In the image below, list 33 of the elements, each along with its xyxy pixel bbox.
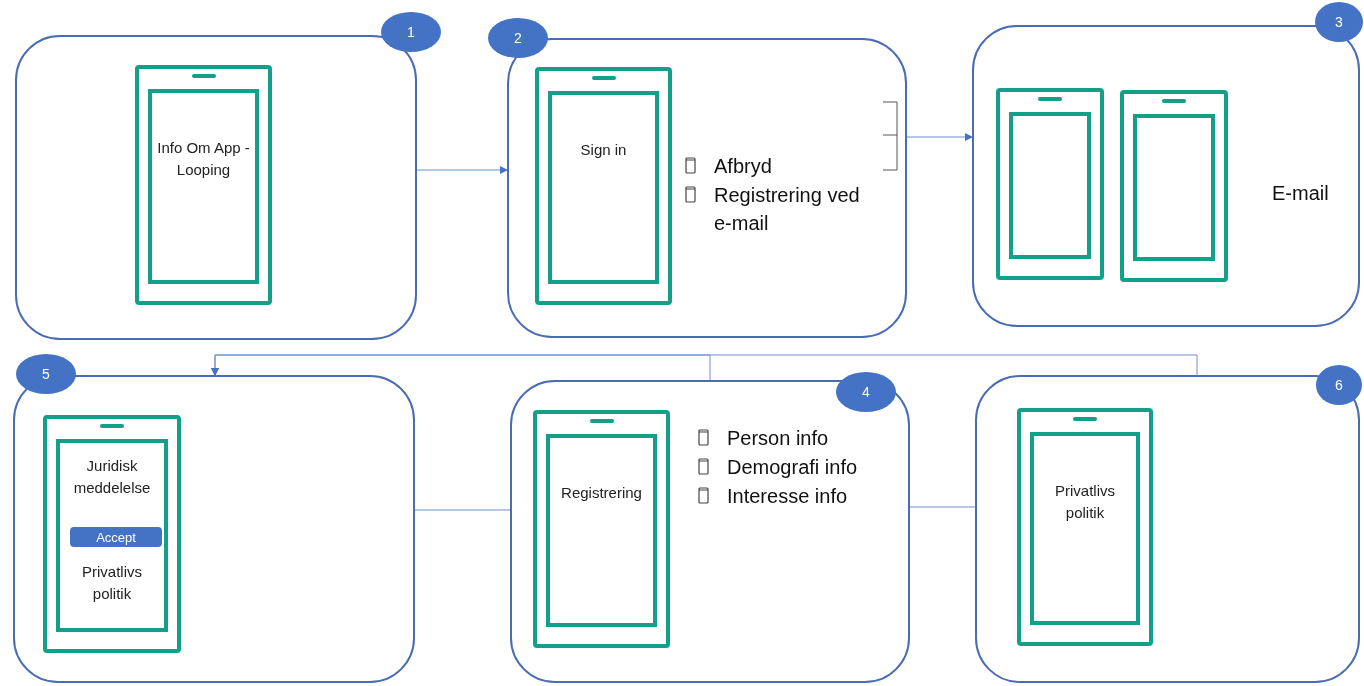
connector-arrow <box>906 133 973 141</box>
phone-mockup <box>1120 90 1228 282</box>
accept-button: Accept <box>70 527 162 547</box>
list-text: Person info <box>727 426 829 451</box>
screen-panel <box>975 375 1360 683</box>
list-text: Demografi info <box>727 455 858 480</box>
connector-arrow <box>211 354 1198 376</box>
step-number: 1 <box>381 12 441 52</box>
screen-text: Juridisk meddelelse <box>72 456 152 498</box>
step-number: 4 <box>836 372 896 412</box>
step-number: 3 <box>1315 2 1363 42</box>
phone-mockup <box>43 415 181 653</box>
list-text: E-mail <box>1272 181 1329 206</box>
step-number: 6 <box>1316 365 1362 405</box>
screen-text: Privatlivs politik <box>1054 481 1116 523</box>
list-text: Registrering ved e-mail <box>714 183 861 236</box>
phone-mockup <box>1017 408 1153 646</box>
screen-panel <box>510 380 910 683</box>
screen-panel <box>15 35 417 340</box>
screen-text: Sign in <box>579 140 628 160</box>
list-text: Interesse info <box>727 484 848 509</box>
phone-mockup <box>996 88 1104 280</box>
list-text: Afbryd <box>714 154 772 179</box>
screen-text: Registrering <box>560 483 643 503</box>
screen-text: Privatlivs politik <box>81 562 143 604</box>
step-number: 5 <box>16 354 76 394</box>
screen-text: Info Om App - Looping <box>156 138 251 180</box>
screen-panel <box>972 25 1360 327</box>
phone-mockup <box>533 410 670 648</box>
connector-arrow <box>416 166 508 174</box>
step-number: 2 <box>488 18 548 58</box>
phone-mockup <box>135 65 272 305</box>
phone-mockup <box>535 67 672 305</box>
